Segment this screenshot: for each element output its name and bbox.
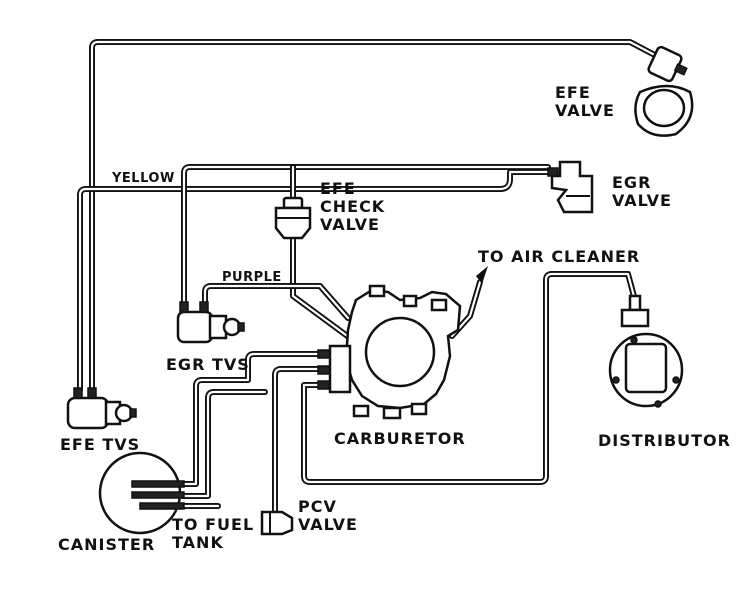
canister-part xyxy=(98,451,185,535)
to-fuel-tank-label: TO FUEL TANK xyxy=(172,515,255,552)
purple-hose-label: PURPLE xyxy=(222,270,282,285)
egr-tvs-part xyxy=(176,301,245,344)
pcv-valve-part xyxy=(260,510,294,536)
efe-check-valve-label: EFE CHECK VALVE xyxy=(320,179,386,234)
hose-distributor-line xyxy=(301,271,638,485)
egr-tvs-label: EGR TVS xyxy=(166,355,250,374)
hose-efe-valve-line xyxy=(89,39,671,393)
efe-check-valve-part xyxy=(274,196,312,240)
efe-tvs-part xyxy=(66,387,137,430)
carburetor-label: CARBURETOR xyxy=(334,429,466,448)
distributor-part xyxy=(608,294,684,408)
hose-efe-check-valve-line xyxy=(290,164,353,341)
egr-valve-part xyxy=(547,160,594,214)
distributor-label: DISTRIBUTOR xyxy=(598,431,731,450)
hose-purple-line xyxy=(202,283,351,321)
hose-pcv-line xyxy=(272,366,323,513)
efe-valve-part xyxy=(634,45,694,137)
hose-canister-line xyxy=(180,389,268,499)
efe-tvs-label: EFE TVS xyxy=(60,435,141,454)
air-cleaner-arrow-icon xyxy=(476,266,488,284)
to-air-cleaner-label: TO AIR CLEANER xyxy=(478,247,641,266)
hose-egr-tvs-line xyxy=(181,164,551,308)
efe-valve-label: EFE VALVE xyxy=(555,83,615,120)
pcv-valve-label: PCV VALVE xyxy=(298,497,358,534)
hose-canister-upper-line xyxy=(180,351,323,487)
hose-yellow-egr-line xyxy=(77,169,558,393)
egr-valve-label: EGR VALVE xyxy=(612,173,672,210)
yellow-hose-label: YELLOW xyxy=(112,171,175,186)
carburetor-part xyxy=(317,284,462,420)
canister-label: CANISTER xyxy=(58,535,156,554)
